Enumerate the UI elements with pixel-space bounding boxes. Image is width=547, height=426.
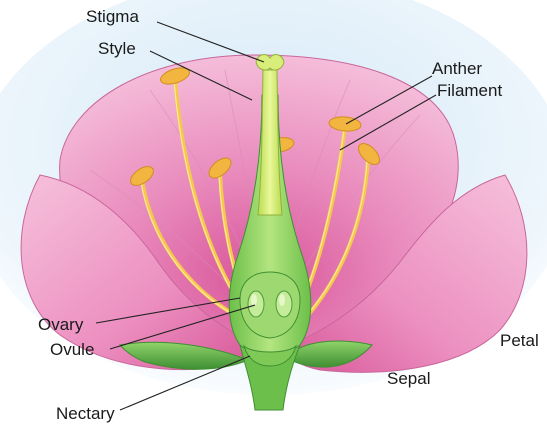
label-stigma: Stigma	[86, 8, 139, 25]
label-ovule: Ovule	[50, 341, 94, 358]
label-filament: Filament	[437, 82, 502, 99]
label-style: Style	[98, 40, 136, 57]
label-petal: Petal	[500, 332, 539, 349]
label-anther: Anther	[432, 60, 482, 77]
label-nectary: Nectary	[56, 405, 115, 422]
label-sepal: Sepal	[387, 370, 430, 387]
label-ovary: Ovary	[38, 316, 83, 333]
